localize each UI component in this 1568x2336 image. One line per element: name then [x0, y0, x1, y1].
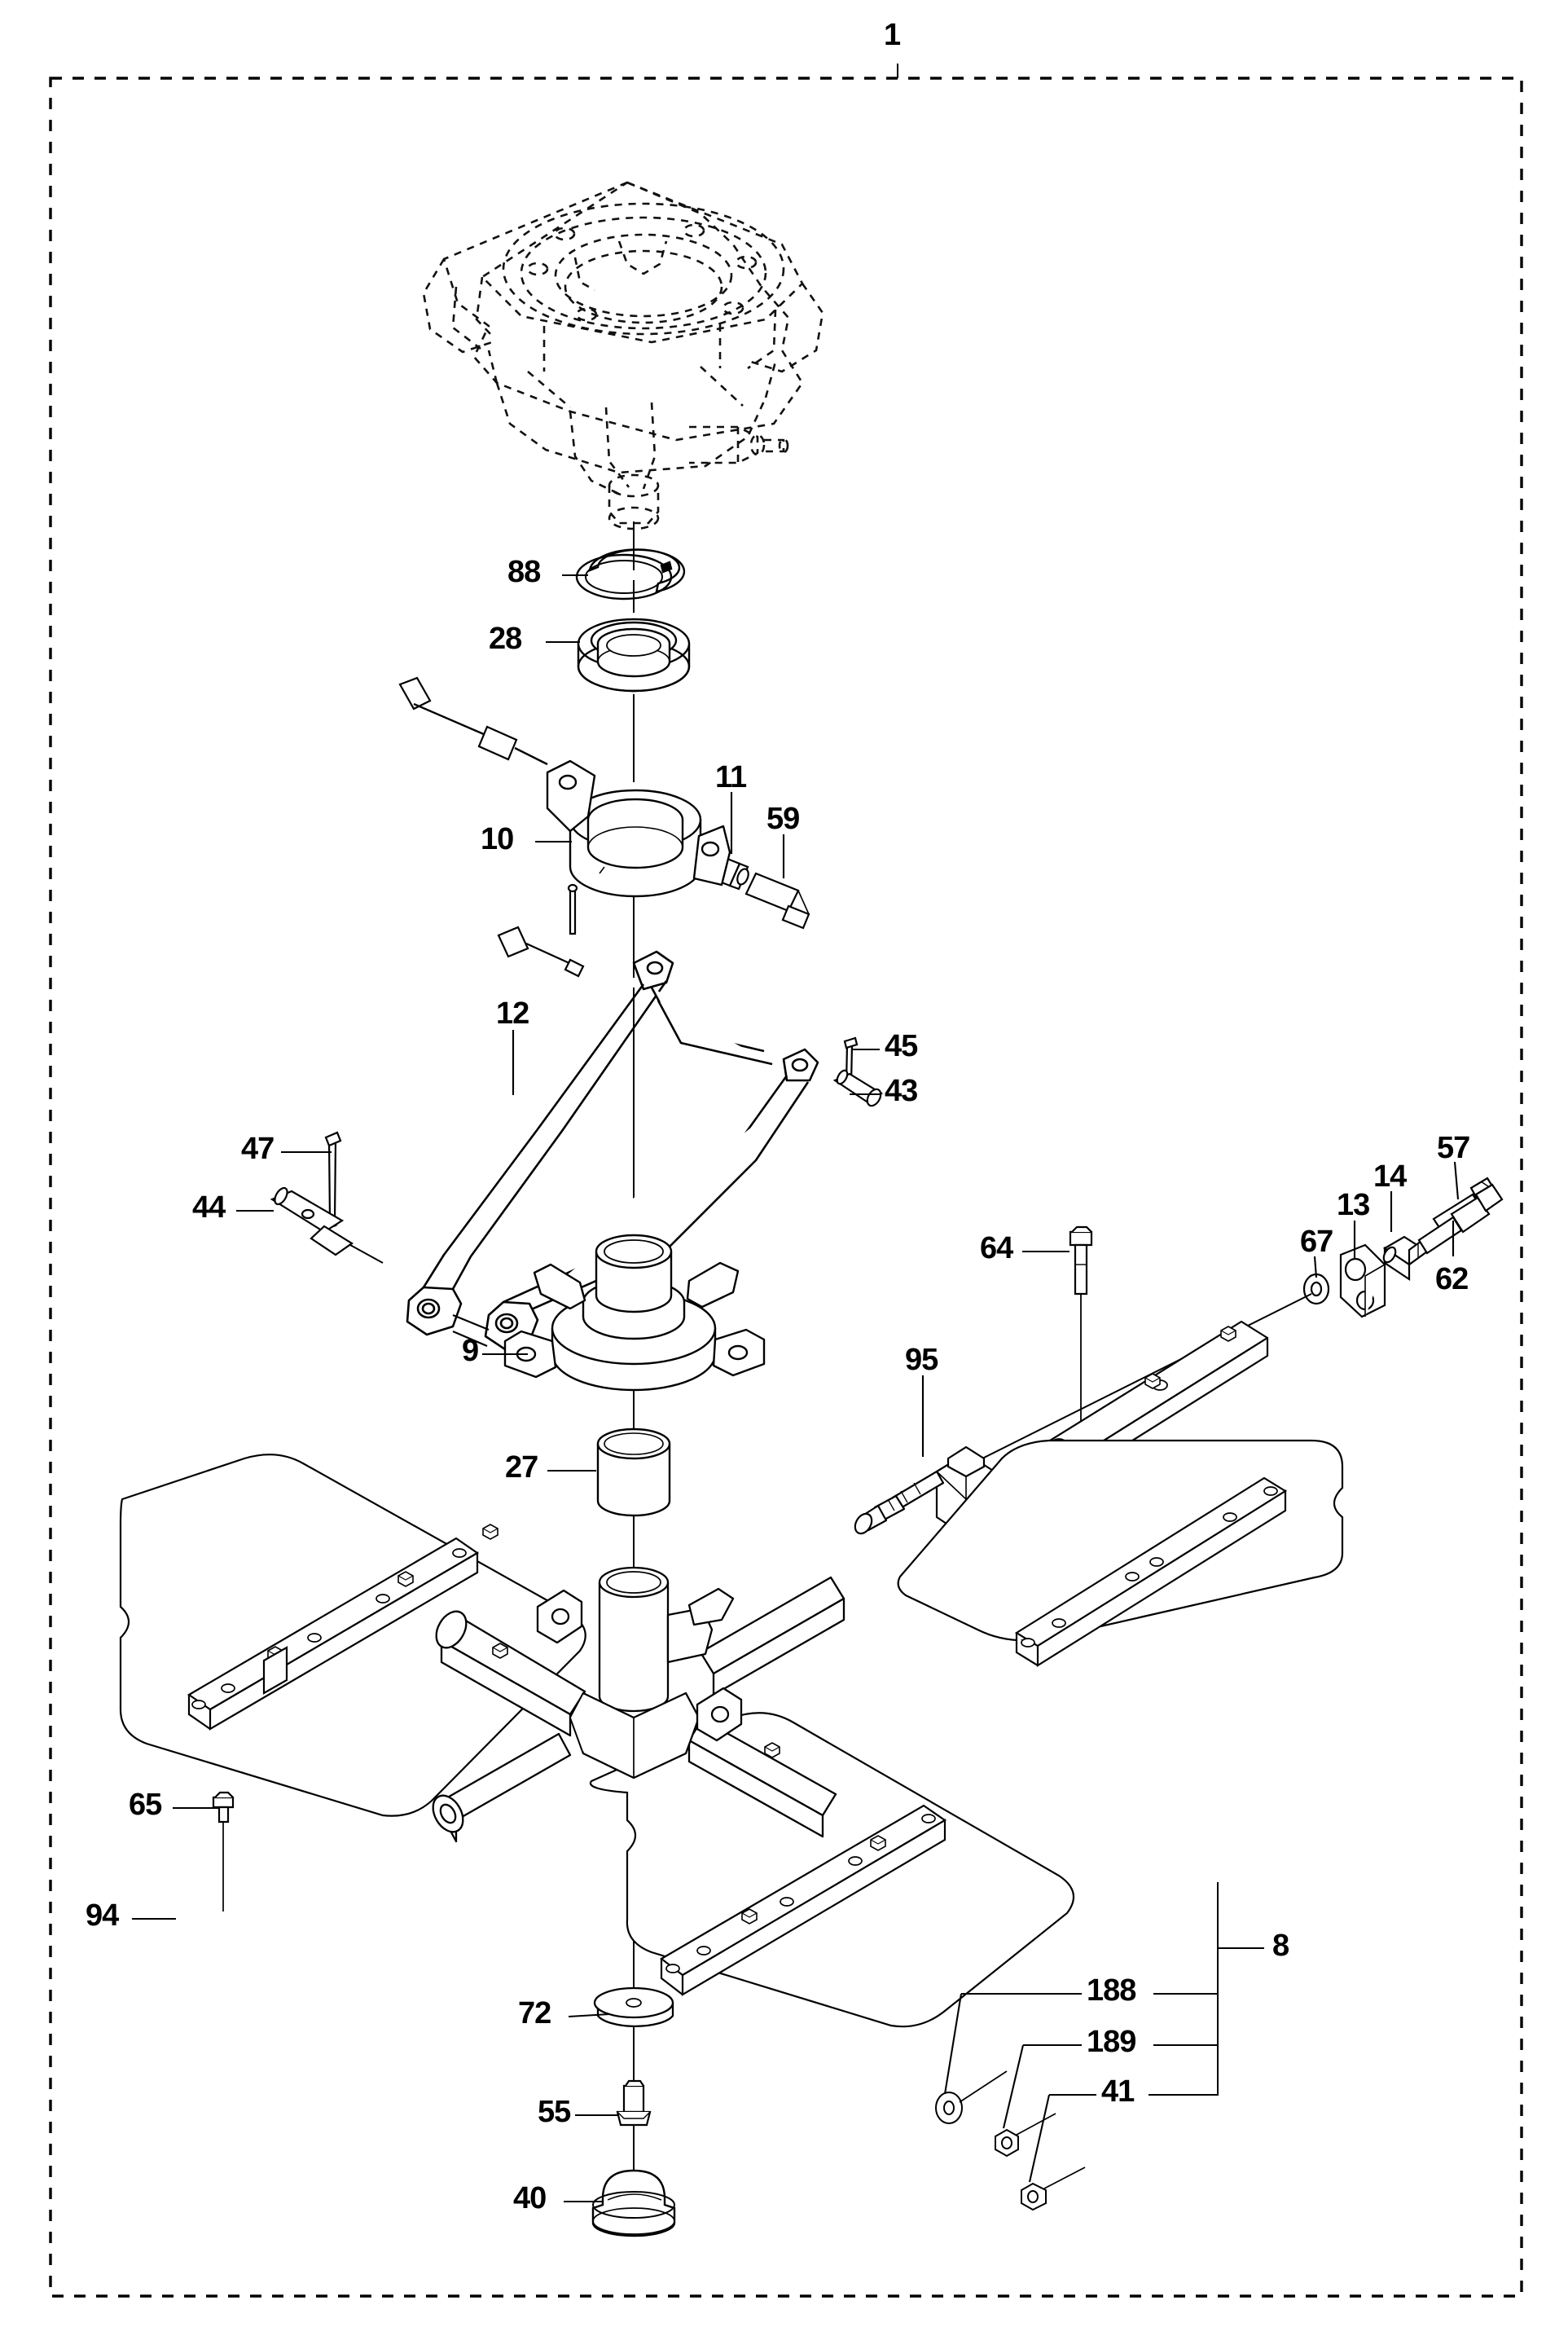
part-55-hex-bolt [616, 2079, 652, 2127]
callout-55[interactable]: 55 [538, 2095, 571, 2129]
callout-88[interactable]: 88 [507, 555, 541, 589]
leader-57 [1453, 1161, 1460, 1200]
part-27-shaft-sleeve [596, 1428, 671, 1517]
callout-94[interactable]: 94 [86, 1898, 119, 1933]
leader-188c [943, 1993, 963, 2095]
part-62-shoulder-bolt [1417, 1183, 1504, 1255]
part-59-hex-bolt [744, 872, 810, 930]
callout-65[interactable]: 65 [129, 1788, 162, 1822]
callout-43[interactable]: 43 [885, 1074, 918, 1108]
float-pan-left [119, 1454, 586, 1817]
part-28-ball-bearing [577, 618, 691, 693]
callout-1[interactable]: 1 [884, 18, 901, 52]
float-pan-bottom [589, 1712, 1075, 2028]
part-41-carriage-bolt [1021, 2167, 1086, 2211]
part-43-clevis-pin [832, 1069, 884, 1107]
callout-10[interactable]: 10 [481, 822, 514, 856]
part-189-lock-nut [995, 2113, 1056, 2158]
leader-67 [1313, 1256, 1318, 1278]
callout-14[interactable]: 14 [1373, 1159, 1407, 1194]
part-67-flat-washer [1302, 1273, 1330, 1305]
callout-72[interactable]: 72 [518, 1996, 551, 2030]
collar-clamp-bolt [398, 676, 548, 766]
part-9-spider-hub-plate [503, 1234, 766, 1392]
callout-45[interactable]: 45 [885, 1029, 918, 1063]
callout-95[interactable]: 95 [905, 1343, 938, 1377]
callout-188[interactable]: 188 [1087, 1973, 1136, 2008]
part-72-thrust-washer [593, 1986, 674, 2028]
part-44-clevis-pin [270, 1186, 384, 1264]
part-188-washer [935, 2070, 1008, 2124]
callout-44[interactable]: 44 [192, 1190, 226, 1225]
callout-67[interactable]: 67 [1300, 1225, 1333, 1259]
callout-27[interactable]: 27 [505, 1450, 538, 1485]
phantom-gearbox-housing [422, 181, 824, 530]
central-trowel-hub [432, 1566, 845, 1843]
callout-62[interactable]: 62 [1435, 1262, 1469, 1296]
part-10-split-clamp-collar [546, 759, 731, 898]
callout-47[interactable]: 47 [241, 1132, 275, 1166]
collar-lower-pin [497, 883, 585, 978]
callout-57[interactable]: 57 [1437, 1131, 1470, 1165]
part-14-adjusting-nut [1382, 1234, 1429, 1282]
callout-64[interactable]: 64 [980, 1231, 1013, 1265]
callout-8[interactable]: 8 [1272, 1929, 1289, 1963]
callout-40[interactable]: 40 [513, 2181, 547, 2215]
leader-41c [1028, 2094, 1051, 2183]
callout-11[interactable]: 11 [715, 760, 747, 794]
leader-72 [568, 2013, 610, 2018]
part-64-hex-head-bolt [1069, 1225, 1093, 1369]
part-88-retaining-ring [575, 548, 686, 600]
float-pan-right [897, 1439, 1344, 1667]
part-12-lift-yoke-frame [406, 950, 819, 1351]
callout-leaders [132, 574, 1460, 2203]
callout-13[interactable]: 13 [1337, 1188, 1370, 1222]
assembly-boundary [49, 77, 1523, 2298]
part-13-link-plate [1339, 1243, 1386, 1318]
part-65-blade-screw [212, 1791, 235, 1911]
callout-9[interactable]: 9 [462, 1334, 479, 1368]
callout-28[interactable]: 28 [489, 622, 522, 656]
part-40-rubber-cap [591, 2169, 676, 2237]
leader-189c [1002, 2044, 1025, 2129]
callout-12[interactable]: 12 [496, 996, 529, 1031]
callout-59[interactable]: 59 [766, 802, 800, 836]
callout-41[interactable]: 41 [1101, 2074, 1135, 2109]
callout-189[interactable]: 189 [1087, 2025, 1136, 2059]
